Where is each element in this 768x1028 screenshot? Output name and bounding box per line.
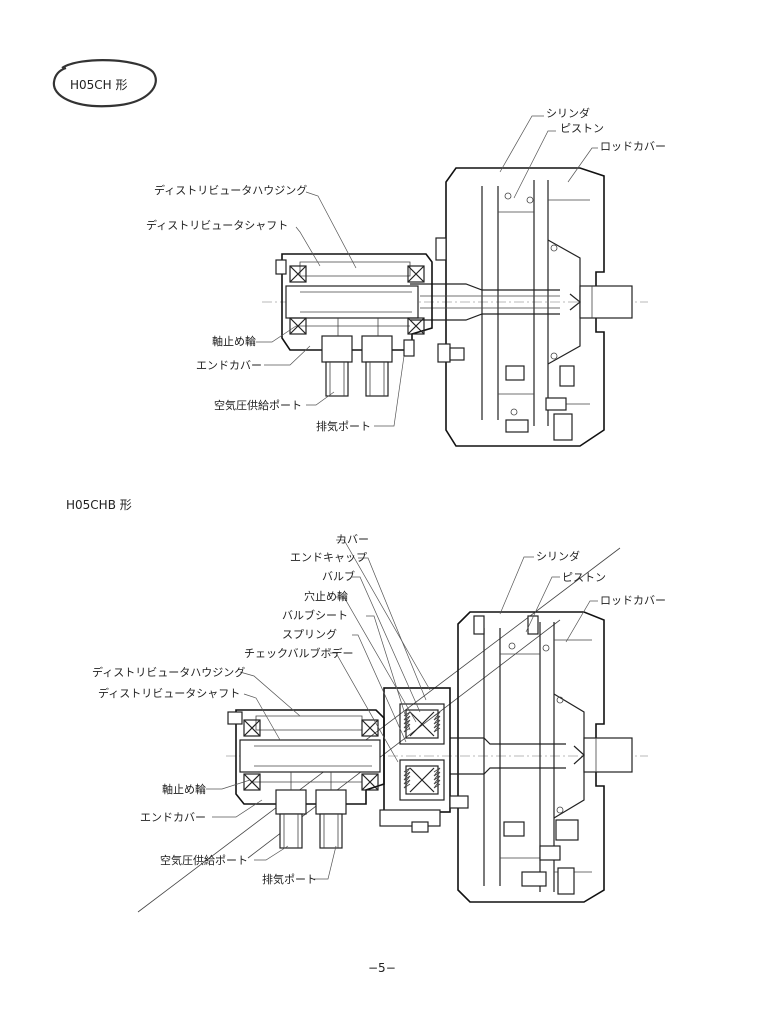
- diagram-h05chb: H05CHB 形: [66, 498, 666, 913]
- d1-label-shaft-ring: 軸止め輪: [212, 334, 256, 348]
- d1-label-exhaust: 排気ポート: [316, 419, 371, 433]
- d2-label-shaft-ring: 軸止め輪: [162, 782, 206, 796]
- diagram-h05ch: H05CH 形: [52, 59, 666, 447]
- sketch-diagonal-1: [137, 547, 621, 913]
- distributor-shaft-1: [285, 285, 419, 319]
- d2-label-distributor-shaft: ディストリビュータシャフト: [98, 686, 240, 700]
- d2-label-hole-ring: 穴止め輪: [304, 589, 348, 603]
- d1-label-distributor-housing: ディストリビュータハウジング: [154, 183, 307, 197]
- cylinder-body-2: [457, 611, 605, 903]
- d2-label-spring: スプリング: [282, 627, 337, 641]
- diagram1-title: H05CH 形: [70, 78, 128, 92]
- d1-label-piston: ピストン: [560, 122, 604, 135]
- distributor-shaft-2: [239, 739, 381, 773]
- d1-label-rod-cover: ロッドカバー: [600, 140, 666, 153]
- cylinder-body: [445, 167, 605, 447]
- d2-label-piston: ピストン: [562, 571, 606, 584]
- d1-label-distributor-shaft: ディストリビュータシャフト: [146, 218, 288, 232]
- d2-label-end-cover: エンドカバー: [140, 811, 206, 824]
- d2-label-air-supply: 空気圧供給ポート: [160, 853, 248, 867]
- diagram2-title: H05CHB 形: [66, 498, 132, 512]
- d2-label-cylinder: シリンダ: [536, 549, 580, 563]
- page-number: −5−: [368, 961, 396, 975]
- d2-label-end-cap: エンドキャップ: [290, 551, 367, 564]
- d2-label-check-valve-body: チェックバルブボデー: [244, 646, 353, 660]
- d2-label-cover: カバー: [336, 533, 369, 546]
- d2-label-valve-seat: バルブシート: [282, 608, 348, 622]
- title-circle-mark: [52, 59, 157, 108]
- d2-label-rod-cover: ロッドカバー: [600, 594, 666, 607]
- d1-label-end-cover: エンドカバー: [196, 359, 262, 372]
- d2-label-valve: バルブ: [322, 569, 355, 583]
- d2-label-distributor-housing: ディストリビュータハウジング: [92, 665, 245, 679]
- d1-label-cylinder: シリンダ: [546, 106, 590, 120]
- d2-label-exhaust: 排気ポート: [262, 872, 317, 886]
- d1-label-air-supply: 空気圧供給ポート: [214, 398, 302, 412]
